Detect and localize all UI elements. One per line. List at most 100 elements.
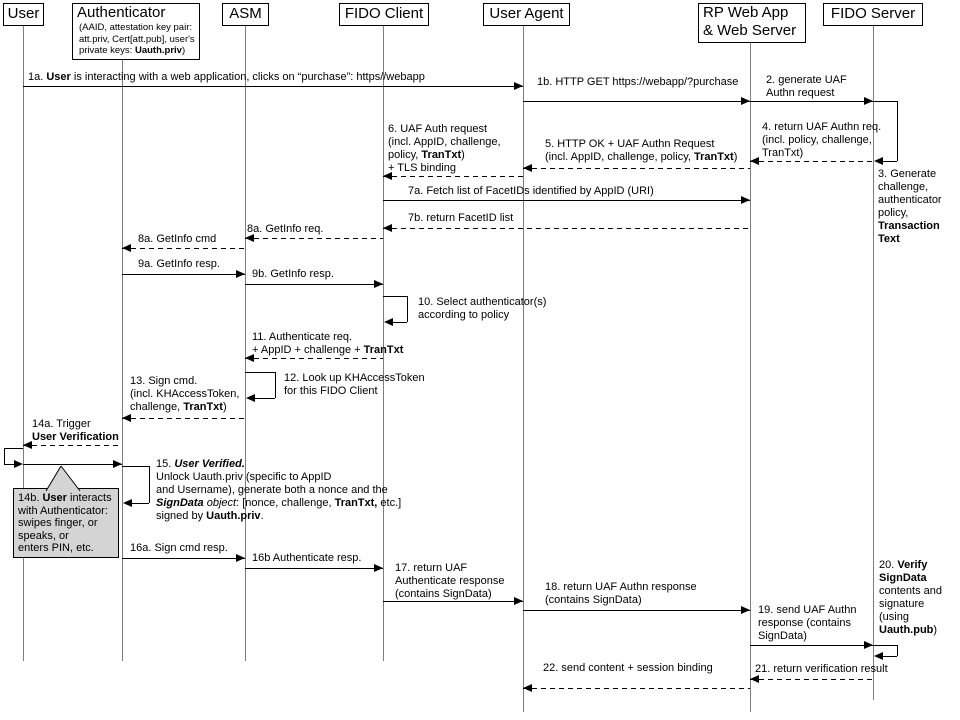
text-segment: etc.] signed by xyxy=(156,497,402,522)
message-10-loop-side xyxy=(407,296,408,322)
text-segment: ) xyxy=(181,45,186,56)
message-7b-line xyxy=(383,228,750,229)
text-segment: 20. xyxy=(879,559,898,571)
message-14-loop-loop-side xyxy=(4,448,5,464)
message-12-loop-bottom xyxy=(253,398,275,399)
message-14-loop-arrowhead xyxy=(14,460,23,468)
actor-rp-title: RP Web App & Web Server xyxy=(703,4,797,39)
message-12-arrowhead xyxy=(246,394,255,402)
actor-user-title: User xyxy=(7,5,40,22)
message-7b-arrowhead xyxy=(383,224,392,232)
actor-authenticator-subtitle: (AAID, attestation key pair: att.priv, C… xyxy=(77,22,199,57)
message-9a-line xyxy=(122,274,245,275)
message-14a-label: 14a. Trigger User Verification xyxy=(32,418,119,444)
message-14b-arrowhead xyxy=(113,460,122,468)
message-14b-line xyxy=(23,464,122,465)
message-1a-arrowhead xyxy=(514,82,523,90)
actor-useragent-title: User Agent xyxy=(489,5,564,22)
message-20-label: 20. Verify SignData contents and signatu… xyxy=(879,559,942,637)
text-segment: 8a. GetInfo cmd xyxy=(138,233,217,245)
message-8a-cmd-line xyxy=(122,248,245,249)
message-16b-label: 16b Authenticate resp. xyxy=(252,552,361,565)
text-segment: 2. generate UAF Authn request xyxy=(766,74,847,99)
message-8a-req-label: 8a. GetInfo req. xyxy=(247,223,323,236)
actor-fidoclient: FIDO Client xyxy=(339,3,429,26)
message-1b-line xyxy=(523,101,750,102)
message-8a-cmd-label: 8a. GetInfo cmd xyxy=(138,233,216,246)
actor-authenticator: Authenticator(AAID, attestation key pair… xyxy=(72,3,200,60)
message-1b-arrowhead xyxy=(741,97,750,105)
message-16a-label: 16a. Sign cmd resp. xyxy=(130,542,228,555)
actor-asm-title: ASM xyxy=(229,5,262,22)
message-3-label: 3. Generate challenge, authenticator pol… xyxy=(878,168,942,246)
message-12-loop-side xyxy=(275,372,276,398)
message-5-label: 5. HTTP OK + UAF Authn Request (incl. Ap… xyxy=(545,138,737,164)
message-11-label: 11. Authenticate req. + AppID + challeng… xyxy=(252,331,403,357)
message-10-label: 10. Select authenticator(s) according to… xyxy=(418,296,546,322)
message-21-label: 21. return verification result xyxy=(755,663,888,676)
text-segment: 4. return UAF Authn req. (incl. policy, … xyxy=(762,121,882,159)
message-12-label: 12. Look up KHAccessToken for this FIDO … xyxy=(284,372,425,398)
message-11-arrowhead xyxy=(245,354,254,362)
message-9a-label: 9a. GetInfo resp. xyxy=(138,258,220,271)
text-segment: 16b Authenticate resp. xyxy=(252,552,362,564)
message-16a-arrowhead xyxy=(236,554,245,562)
text-segment: 8a. GetInfo req. xyxy=(247,223,324,235)
text-segment: 7a. Fetch list of FacetIDs identified by… xyxy=(408,185,654,197)
message-3-loop-top xyxy=(873,101,897,102)
text-segment: 17. return UAF Authenticate response (co… xyxy=(395,562,505,600)
actor-fidoclient-title: FIDO Client xyxy=(344,5,424,22)
message-17-line xyxy=(383,601,523,602)
text-segment: contents and signature (using xyxy=(879,585,942,623)
message-3-loop-side xyxy=(897,101,898,161)
text-segment: 19. send UAF Authn response (contains Si… xyxy=(758,604,857,642)
message-9b-label: 9b. GetInfo resp. xyxy=(252,268,334,281)
lifeline-useragent xyxy=(523,26,524,712)
message-20-loop-top xyxy=(873,645,897,646)
message-14-loop-loop-bottom xyxy=(4,464,15,465)
text-segment: Uauth.priv xyxy=(134,45,182,56)
text-segment: Uauth.priv xyxy=(206,510,261,522)
text-segment: 9a. GetInfo resp. xyxy=(138,258,220,270)
text-segment: User Verification xyxy=(32,431,119,443)
text-segment: TranTxt xyxy=(183,401,223,413)
text-segment: 5. HTTP OK + UAF Authn Request (incl. Ap… xyxy=(545,138,715,163)
message-21-arrowhead xyxy=(750,675,759,683)
text-segment: TranTxt xyxy=(693,151,734,163)
message-18-label: 18. return UAF Authn response (contains … xyxy=(545,581,697,607)
text-segment: SignData xyxy=(156,497,204,509)
message-9a-arrowhead xyxy=(236,270,245,278)
actor-asm: ASM xyxy=(222,3,269,26)
message-4-line xyxy=(750,161,873,162)
message-16b-line xyxy=(245,568,383,569)
text-segment: TranTxt xyxy=(421,149,462,161)
message-22-label: 22. send content + session binding xyxy=(543,662,713,675)
text-segment: 22. send content + session binding xyxy=(543,662,713,674)
lifeline-fidoclient xyxy=(383,26,384,661)
message-2-line xyxy=(750,101,873,102)
text-segment: Transaction Text xyxy=(878,220,940,245)
message-6-arrowhead xyxy=(383,172,392,180)
message-7b-label: 7b. return FacetID list xyxy=(408,212,513,225)
message-17-label: 17. return UAF Authenticate response (co… xyxy=(395,562,504,601)
text-segment: 3. Generate challenge, authenticator pol… xyxy=(878,168,942,219)
message-13-line xyxy=(122,418,245,419)
text-segment: 14a. Trigger xyxy=(32,418,91,430)
message-1a-line xyxy=(23,86,523,87)
text-segment: ) xyxy=(933,624,938,636)
text-segment: 21. return verification result xyxy=(755,663,888,675)
text-segment: interacts with Authenticator: swipes fin… xyxy=(18,492,112,554)
actor-authenticator-title: Authenticator xyxy=(77,4,166,21)
message-22-line xyxy=(523,688,750,689)
text-segment: User Verified. xyxy=(174,458,245,470)
text-segment: : [nonce, challenge, xyxy=(236,497,335,509)
message-4-arrowhead xyxy=(750,157,759,165)
text-segment: 7b. return FacetID list xyxy=(408,212,514,224)
lifeline-rp xyxy=(750,43,751,712)
message-8a-cmd-arrowhead xyxy=(122,244,131,252)
message-5-line xyxy=(523,168,750,169)
message-21-line xyxy=(750,679,873,680)
message-18-line xyxy=(523,610,750,611)
message-2-arrowhead xyxy=(864,97,873,105)
